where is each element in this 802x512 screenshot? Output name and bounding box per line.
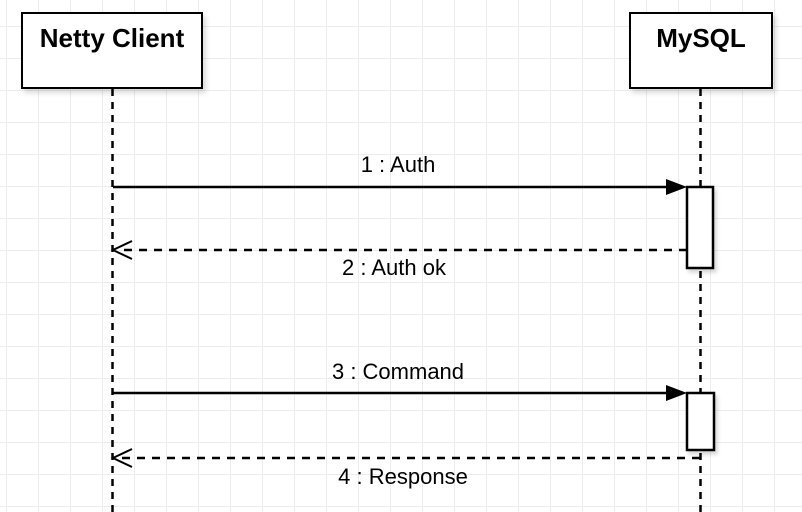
actor-box-mysql: MySQL	[629, 12, 773, 89]
message-1-arrowhead-icon	[666, 179, 687, 195]
message-4-label: 4 : Response	[338, 464, 468, 489]
message-4-arrowhead-icon	[110, 448, 133, 468]
activation-bar-mysql-1	[685, 185, 715, 270]
activation-bar-mysql-2	[685, 391, 716, 452]
actor-label-netty-client: Netty Client	[39, 23, 185, 53]
message-1-label: 1 : Auth	[360, 152, 436, 177]
message-3-arrowhead-icon	[666, 385, 687, 401]
message-2-label: 2 : Auth ok	[342, 255, 446, 280]
message-3-label: 3 : Command	[331, 359, 465, 384]
actor-label-mysql: MySQL	[656, 23, 746, 53]
message-2-arrowhead-icon	[110, 240, 133, 260]
actor-box-netty-client: Netty Client	[21, 12, 203, 89]
